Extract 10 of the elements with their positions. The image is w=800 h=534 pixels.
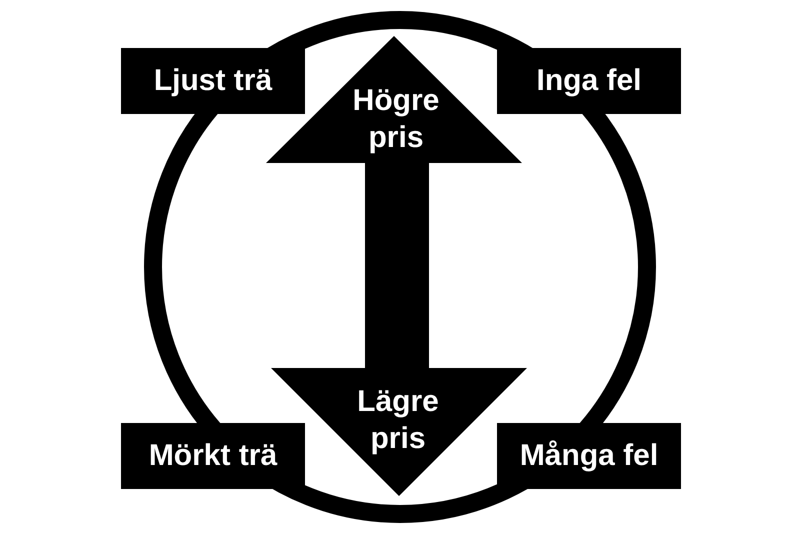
category-box: [497, 48, 681, 114]
category-label: Mörkt trä: [148, 439, 278, 473]
category-box: [497, 423, 681, 489]
category-label: Ljust trä: [154, 64, 272, 98]
category-label: Inga fel: [536, 64, 642, 98]
category-box: [121, 423, 305, 489]
arrow-label: Lägre pris: [356, 384, 440, 457]
category-label: Många fel: [520, 439, 658, 473]
arrow-label: Högre pris: [352, 83, 440, 156]
category-box: [121, 48, 305, 114]
